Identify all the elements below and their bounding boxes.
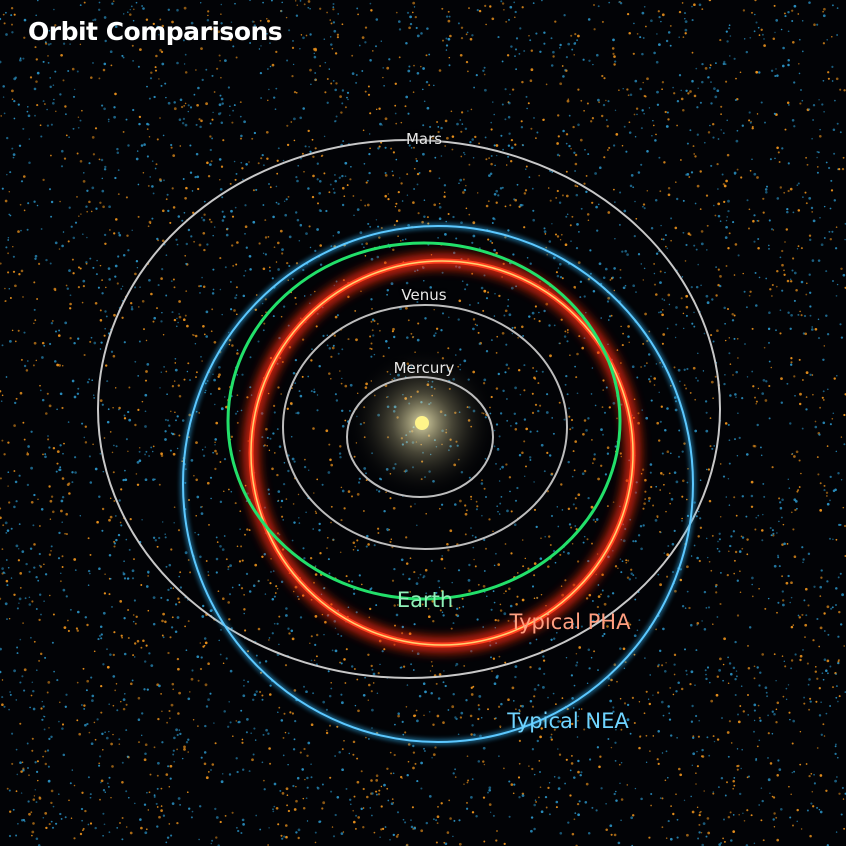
- mars-label: Mars: [405, 130, 443, 148]
- sun: [415, 416, 429, 430]
- mercury-orbit: [346, 376, 494, 498]
- earth-orbit: [226, 241, 622, 601]
- diagram-title: Orbit Comparisons: [28, 17, 283, 46]
- pha-orbit: [250, 260, 634, 646]
- nea-label: Typical NEA: [507, 709, 629, 733]
- mercury-label: Mercury: [393, 359, 455, 377]
- nea-orbit: [182, 225, 694, 743]
- venus-orbit: [282, 304, 568, 550]
- mars-orbit: [97, 139, 721, 679]
- venus-label: Venus: [401, 286, 447, 304]
- earth-label: Earth: [396, 588, 454, 612]
- pha-label: Typical PHA: [509, 610, 631, 634]
